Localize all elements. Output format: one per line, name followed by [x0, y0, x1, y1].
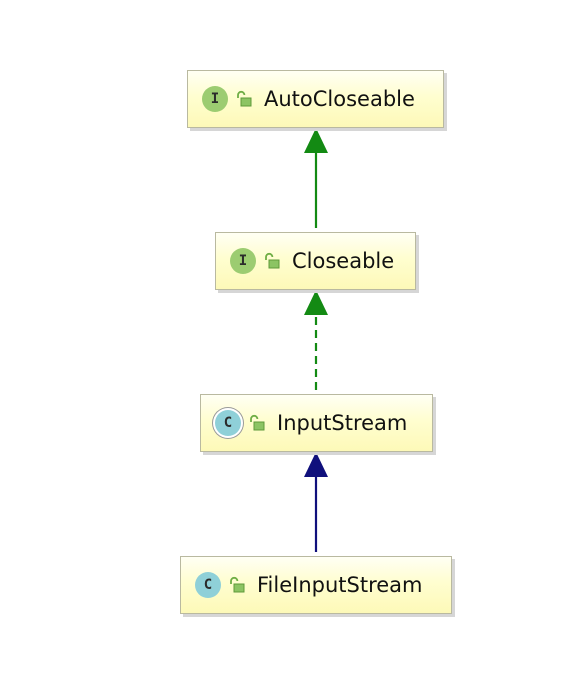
node-label: Closeable [292, 249, 395, 273]
node-fileinputstream[interactable]: C FileInputStream [180, 556, 452, 614]
public-lock-icon [250, 414, 265, 431]
public-lock-icon [265, 252, 280, 269]
public-lock-icon [237, 90, 252, 107]
node-inputstream[interactable]: C InputStream [200, 394, 433, 452]
interface-icon: I [230, 248, 256, 274]
class-icon: C [195, 572, 221, 598]
node-label: AutoCloseable [264, 87, 415, 111]
edge-fileinputstream-to-inputstream [304, 452, 328, 552]
arrowhead-icon [304, 452, 328, 477]
abstract-class-icon: C [215, 410, 241, 436]
arrowhead-icon [304, 128, 328, 153]
edge-inputstream-to-closeable [304, 290, 328, 390]
interface-icon: I [202, 86, 228, 112]
node-label: InputStream [277, 411, 408, 435]
public-lock-icon [230, 576, 245, 593]
node-label: FileInputStream [257, 573, 423, 597]
arrowhead-icon [304, 290, 328, 315]
edge-closeable-to-autocloseable [304, 128, 328, 228]
node-closeable[interactable]: I Closeable [215, 232, 416, 290]
node-autocloseable[interactable]: I AutoCloseable [187, 70, 444, 128]
